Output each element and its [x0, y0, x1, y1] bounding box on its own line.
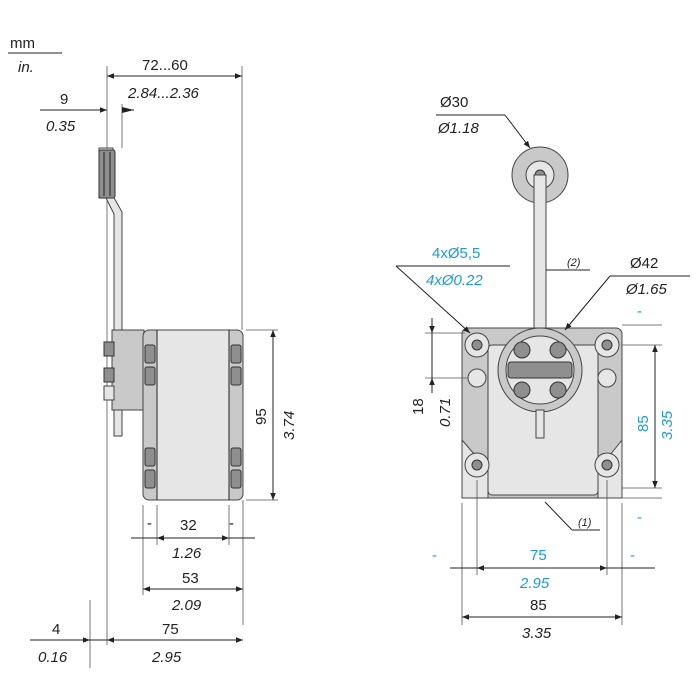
tick-h-right: - — [630, 547, 635, 564]
side-view: 72...60 2.84...2.36 9 0.35 95 3.74 - - 3… — [30, 57, 298, 668]
dim-hole-spacing-v-mm: 85 — [635, 415, 652, 432]
dim-body-height-in: 3.74 — [281, 411, 298, 440]
tick-h-left: - — [432, 547, 437, 564]
tick-top: - — [637, 303, 642, 320]
dim-body-width-in: 3.35 — [522, 625, 552, 642]
note-1: (1) — [578, 517, 592, 529]
dim-rod-offset-in: 0.16 — [38, 649, 68, 666]
front-view: Ø30 Ø1.18 4xØ5,5 4xØ0.22 (2) Ø42 Ø1.65 1… — [395, 94, 690, 642]
dim-hole-spacing-h-in: 2.95 — [519, 575, 550, 592]
dim-overall-depth-mm: 75 — [162, 621, 179, 638]
body-center — [156, 329, 230, 501]
dim-body-height-mm: 95 — [253, 408, 270, 425]
dim-body-depth-mm: 53 — [182, 570, 199, 587]
dim-roller-dia-mm: Ø30 — [440, 94, 468, 111]
dim-center-width-in: 1.26 — [172, 545, 202, 562]
tick-left: - — [147, 515, 152, 532]
tick-bottom: - — [637, 509, 642, 526]
dim-hole-spacing-h-mm: 75 — [530, 547, 547, 564]
dim-roller-dia-in: Ø1.18 — [437, 120, 480, 137]
dim-hole-offset-in: 0.71 — [437, 398, 454, 427]
dim-overall-depth-in: 2.95 — [151, 649, 182, 666]
dim-hole-dia-in: 4xØ0.22 — [426, 272, 483, 289]
dim-body-width-mm: 85 — [530, 597, 547, 614]
tick-right: - — [229, 515, 234, 532]
dim-head-dia-mm: Ø42 — [630, 255, 658, 272]
dim-hole-spacing-v-in: 3.35 — [659, 410, 676, 440]
dim-lever-width-mm: 9 — [60, 91, 68, 108]
dim-lever-offset-mm: 72...60 — [142, 57, 188, 74]
unit-in: in. — [18, 59, 34, 76]
dim-lever-offset-in: 2.84...2.36 — [127, 85, 200, 102]
dim-rod-offset-mm: 4 — [52, 621, 60, 638]
note-2: (2) — [567, 257, 581, 269]
head-screw — [103, 341, 115, 357]
lever-head — [111, 329, 145, 411]
unit-mm: mm — [10, 35, 35, 52]
dim-center-width-mm: 32 — [180, 517, 197, 534]
dim-body-depth-in: 2.09 — [171, 597, 202, 614]
dim-head-dia-in: Ø1.65 — [625, 281, 668, 298]
dim-hole-offset-mm: 18 — [410, 398, 427, 415]
roller — [98, 149, 116, 199]
dim-hole-dia-mm: 4xØ5,5 — [432, 245, 480, 262]
lever-rod — [533, 174, 547, 346]
dim-lever-width-in: 0.35 — [46, 118, 76, 135]
units-legend: mm in. — [8, 35, 62, 76]
